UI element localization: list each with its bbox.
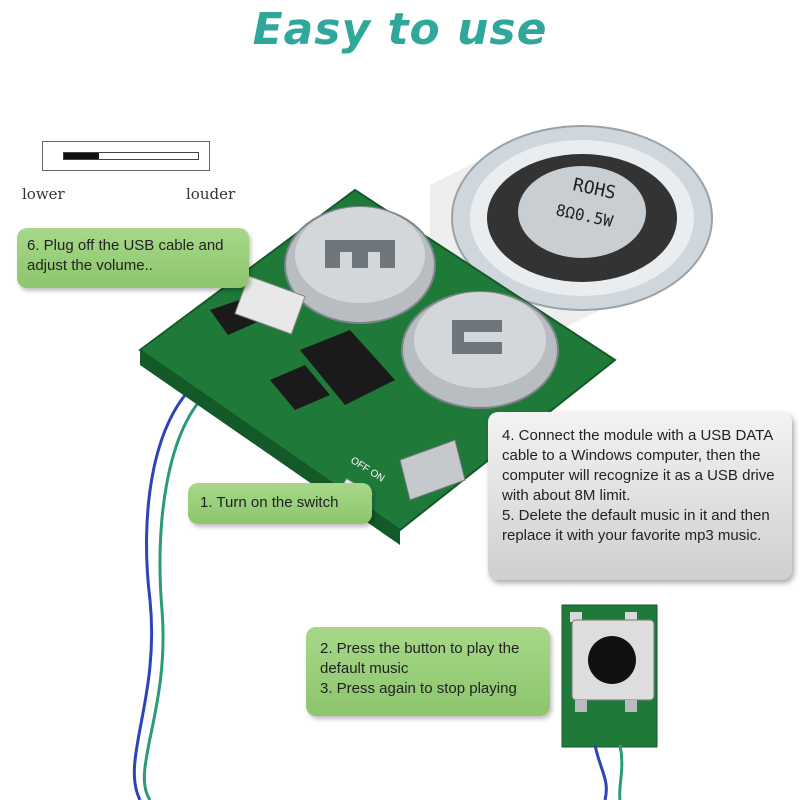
- volume-louder-label: louder: [186, 185, 236, 203]
- green-wire: [142, 388, 211, 800]
- volume-level-fill: [64, 153, 99, 159]
- callout-step3-text: 3. Press again to stop playing: [320, 680, 517, 697]
- callout-step6: 6. Plug off the USB cable and adjust the…: [17, 228, 249, 288]
- volume-track: [63, 152, 199, 160]
- callout-step1: 1. Turn on the switch: [188, 483, 372, 524]
- page-title: Easy to use: [252, 4, 548, 55]
- callout-steps-2-3: 2. Press the button to play the default …: [306, 627, 550, 716]
- button-board: [561, 604, 658, 800]
- volume-indicator: [42, 141, 210, 171]
- callout-step6-text: 6. Plug off the USB cable and adjust the…: [27, 237, 224, 274]
- volume-lower-label: lower: [22, 185, 65, 203]
- callout-step4-text: 4. Connect the module with a USB DATA ca…: [502, 427, 775, 504]
- callout-step5-text: 5. Delete the default music in it and th…: [502, 507, 770, 544]
- callout-step2-text: 2. Press the button to play the default …: [320, 640, 520, 677]
- callout-steps-4-5: 4. Connect the module with a USB DATA ca…: [488, 412, 792, 580]
- blue-wire: [132, 378, 201, 800]
- callout-step1-text: 1. Turn on the switch: [200, 494, 339, 511]
